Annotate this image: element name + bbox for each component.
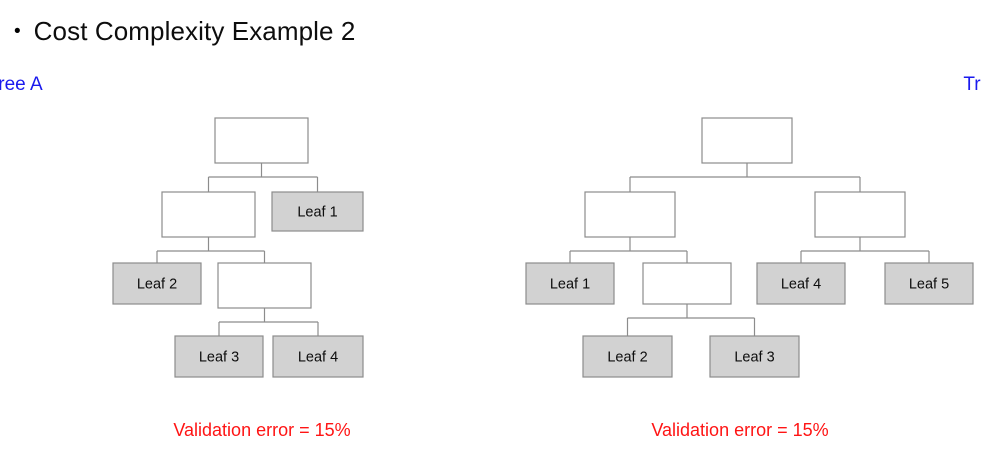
tree-node-label: Leaf 2 — [137, 276, 177, 292]
slide-title-row: • Cost Complexity Example 2 — [14, 17, 356, 46]
tree-leaf-node: Leaf 3 — [709, 335, 800, 378]
tree-node-label: Leaf 3 — [734, 349, 774, 365]
tree-leaf-node: Leaf 4 — [756, 262, 846, 305]
tree-internal-node — [161, 191, 256, 238]
tree-internal-node — [217, 262, 312, 309]
validation-error-tree-b: Validation error = 15% — [651, 420, 829, 440]
tree-internal-node — [701, 117, 793, 164]
bullet-icon: • — [14, 21, 21, 42]
tree-internal-node — [814, 191, 906, 238]
tree-a-heading: Tree A — [0, 74, 43, 95]
tree-leaf-node: Leaf 4 — [272, 335, 364, 378]
tree-node-label: Leaf 1 — [550, 276, 590, 292]
tree-panel-a: Tree A Leaf 1 Leaf 2 Leaf 3 Leaf 4 — [0, 74, 364, 378]
tree-node-label: Leaf 4 — [781, 276, 821, 292]
validation-error-tree-a: Validation error = 15% — [173, 420, 351, 440]
page-title: Cost Complexity Example 2 — [33, 16, 356, 46]
tree-leaf-node: Leaf 2 — [582, 335, 673, 378]
tree-leaf-node: Leaf 5 — [884, 262, 974, 305]
tree-internal-node — [642, 262, 732, 305]
tree-node-label: Leaf 1 — [297, 204, 337, 220]
tree-node-label: Leaf 4 — [298, 349, 338, 365]
tree-node-label: Leaf 5 — [909, 276, 949, 292]
tree-node-label: Leaf 2 — [607, 349, 647, 365]
tree-panel-b: Tree B Leaf 1 Leaf 4 Leaf 5 Leaf 2 Leaf 3 — [490, 0, 981, 452]
tree-leaf-node: Leaf 1 — [271, 191, 364, 232]
tree-internal-node — [214, 117, 309, 164]
tree-leaf-node: Leaf 2 — [112, 262, 202, 305]
tree-node-label: Leaf 3 — [199, 349, 239, 365]
tree-b-heading: Tree B — [963, 74, 981, 95]
tree-leaf-node: Leaf 3 — [174, 335, 264, 378]
tree-leaf-node: Leaf 1 — [525, 262, 615, 305]
tree-internal-node — [584, 191, 676, 238]
